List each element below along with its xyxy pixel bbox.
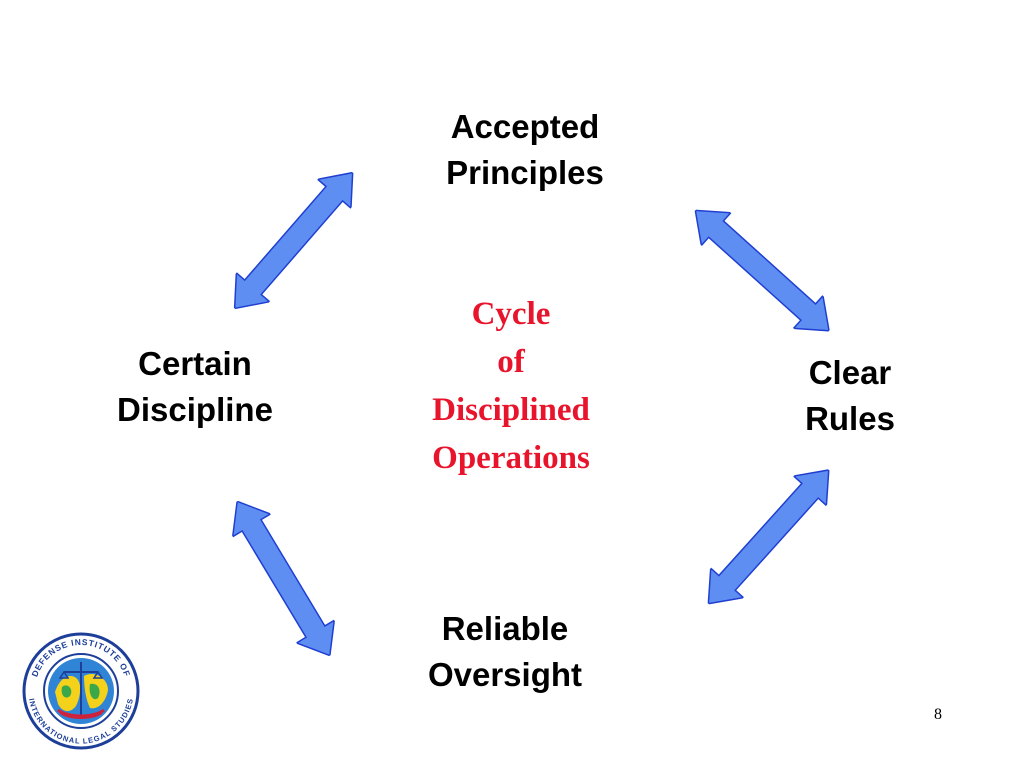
cycle-title-line: Disciplined (432, 392, 590, 428)
node-line: Rules (805, 400, 895, 437)
cycle-title-line: Cycle (471, 296, 551, 332)
node-line: Clear (808, 354, 892, 391)
cycle-title-line: Operations (432, 440, 590, 476)
node-line: Principles (446, 154, 604, 191)
node-certain-discipline: Certain Discipline (75, 341, 315, 433)
cycle-title-line: of (497, 344, 525, 380)
defense-institute-logo: DEFENSE INSTITUTE OF INTERNATIONAL LEGAL… (22, 632, 140, 750)
cycle-title: Cycle of Disciplined Operations (395, 290, 627, 482)
node-reliable-oversight: Reliable Oversight (385, 606, 625, 698)
node-line: Reliable (441, 610, 569, 647)
node-line: Certain (138, 345, 252, 382)
node-line: Accepted (450, 108, 600, 145)
node-line: Discipline (117, 391, 273, 428)
node-accepted-principles: Accepted Principles (405, 104, 645, 196)
double-arrow-bottom-right (692, 455, 845, 618)
double-arrow-top-left (218, 158, 369, 323)
double-arrow-bottom-left (218, 490, 348, 667)
page-number: 8 (934, 706, 942, 723)
double-arrow-top-right (681, 194, 844, 347)
node-line: Oversight (427, 656, 583, 693)
node-clear-rules: Clear Rules (750, 350, 950, 442)
